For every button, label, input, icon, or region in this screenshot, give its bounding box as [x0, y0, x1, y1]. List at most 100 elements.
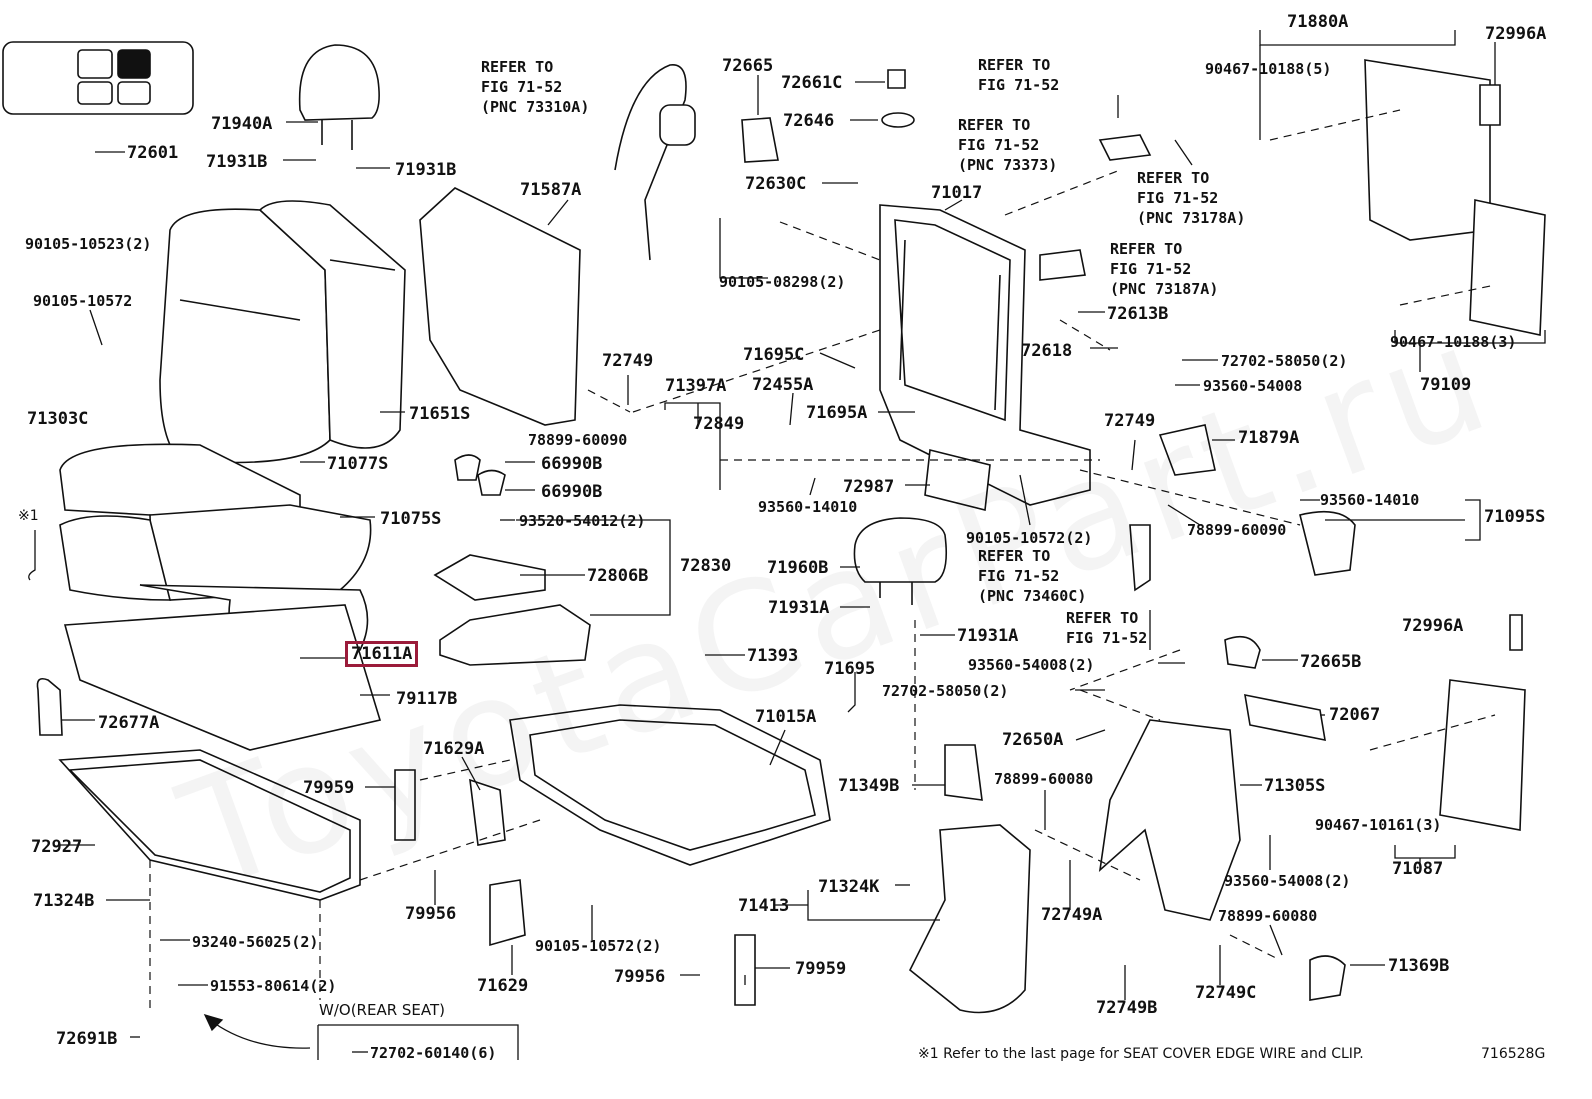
part-72806b-label: 72806B — [587, 566, 649, 586]
part-72749c-label: 72749C — [1195, 983, 1257, 1003]
part-66990b-label: 66990B — [541, 482, 603, 502]
seatback-frame-icon — [879, 204, 1091, 506]
refer-note-73178a: REFER TO FIG 71-52 (PNC 73178A) — [1137, 169, 1246, 227]
part-72691b-label: 72691B — [56, 1029, 118, 1049]
part-90105-10572-label: 90105-10572(2) — [535, 937, 662, 955]
part-72830-label: 72830 — [680, 556, 732, 576]
part-71587a-label: 71587A — [520, 180, 582, 200]
part-71303c-label: 71303C — [27, 409, 89, 429]
part-71931b-label: 71931B — [206, 152, 268, 172]
part-72665-label: 72665 — [722, 56, 774, 76]
part-90105-10523-label: 90105-10523(2) — [25, 235, 152, 253]
cover-71629-icon — [489, 879, 526, 947]
part-93560-54008-label: 93560-54008(2) — [968, 656, 1095, 674]
note-mark-1: ※1 — [18, 508, 39, 524]
part-71931a-label: 71931A — [768, 598, 830, 618]
part-71324k-label: 71324K — [818, 877, 880, 897]
part-90467-10188-label: 90467-10188(3) — [1390, 333, 1517, 351]
hinge-71305s-icon — [1098, 719, 1241, 921]
board-79109-icon — [1469, 199, 1546, 336]
part-79117b-label: 79117B — [396, 689, 458, 709]
part-93560-54008-label: 93560-54008(2) — [1224, 872, 1351, 890]
board-71087-icon — [1439, 679, 1526, 831]
part-90467-10188-label: 90467-10188(5) — [1205, 60, 1332, 78]
part-71960b-label: 71960B — [767, 558, 829, 578]
refer-note-fig-71-52: REFER TO FIG 71-52 — [1066, 609, 1148, 647]
part-71413-label: 71413 — [738, 896, 790, 916]
part-90105-10572-label: 90105-10572(2) — [966, 529, 1093, 547]
seat-cushion-icon — [59, 443, 382, 751]
part-93560-14010-label: 93560-14010 — [1320, 491, 1420, 509]
part-71695a-label: 71695A — [806, 403, 868, 423]
part-71695-label: 71695 — [824, 659, 876, 679]
seatback-icon — [159, 200, 406, 464]
part-71305s-label: 71305S — [1264, 776, 1326, 796]
part-72601-label: 72601 — [127, 143, 179, 163]
part-71629-label: 71629 — [477, 976, 529, 996]
armrest-icon — [433, 554, 591, 666]
part-91553-80614-label: 91553-80614(2) — [210, 977, 337, 995]
refer-note-73310a: REFER TO FIG 71-52 (PNC 73310A) — [481, 58, 590, 116]
plate-72987-icon — [924, 449, 991, 511]
part-79956-label: 79956 — [405, 904, 457, 924]
part-72661c-label: 72661C — [781, 73, 843, 93]
part-71931b-label: 71931B — [395, 160, 457, 180]
part-72618-label: 72618 — [1021, 341, 1073, 361]
cap-66990b-icon — [454, 454, 481, 481]
part-71611a-label-highlighted: 71611A — [345, 641, 419, 667]
part-72665b-label: 72665B — [1300, 652, 1362, 672]
cover-71349b-icon — [944, 744, 983, 801]
cover-71879a-icon — [1158, 424, 1216, 476]
part-71349b-label: 71349B — [838, 776, 900, 796]
seat-belt-icon — [614, 64, 687, 261]
part-71879a-label: 71879A — [1238, 428, 1300, 448]
part-72702-60140-label: 72702-60140(6) — [370, 1044, 497, 1062]
part-79956-label: 79956 — [614, 967, 666, 987]
part-71075s-label: 71075S — [380, 509, 442, 529]
part-72455a-label: 72455A — [752, 375, 814, 395]
cap-72665-icon — [741, 117, 779, 163]
part-71087-label: 71087 — [1392, 859, 1444, 879]
headrest-71960b-icon — [853, 517, 948, 605]
part-72749b-label: 72749B — [1096, 998, 1158, 1018]
part-78899-60090-label: 78899-60090 — [1187, 521, 1287, 539]
refer-note-73187a: REFER TO FIG 71-52 (PNC 73187A) — [1110, 240, 1219, 298]
part-71393-label: 71393 — [747, 646, 799, 666]
part-72749-label: 72749 — [1104, 411, 1156, 431]
part-71880a-label: 71880A — [1287, 12, 1349, 32]
part-66990b-label: 66990B — [541, 454, 603, 474]
pad-72677a-icon — [36, 677, 63, 736]
bracket-72067-icon — [1244, 693, 1326, 742]
part-78899-60080-label: 78899-60080 — [1218, 907, 1318, 925]
part-72702-58050-label: 72702-58050(2) — [882, 682, 1009, 700]
part-72849-label: 72849 — [693, 414, 745, 434]
figure-code: 716528G — [1481, 1046, 1546, 1062]
headrest-71940a-icon — [298, 44, 380, 150]
part-71940a-label: 71940A — [211, 114, 273, 134]
part-90467-10161-label: 90467-10161(3) — [1315, 816, 1442, 834]
part-71095s-label: 71095S — [1484, 507, 1546, 527]
part-71017-label: 71017 — [931, 183, 983, 203]
refer-note-73373: REFER TO FIG 71-52 (PNC 73373) — [958, 116, 1058, 174]
part-79109-label: 79109 — [1420, 375, 1472, 395]
part-78899-60080-label: 78899-60080 — [994, 770, 1094, 788]
part-71324b-label: 71324B — [33, 891, 95, 911]
part-72677a-label: 72677A — [98, 713, 160, 733]
part-78899-60090-label: 78899-60090 — [528, 431, 628, 449]
panel-71587a-icon — [419, 187, 581, 426]
part-93560-54008-label: 93560-54008 — [1203, 377, 1303, 395]
part-72987-label: 72987 — [843, 477, 895, 497]
part-71695c-label: 71695C — [743, 345, 805, 365]
part-72996a-label: 72996A — [1402, 616, 1464, 636]
part-72702-58050-label: 72702-58050(2) — [1221, 352, 1348, 370]
part-72646-label: 72646 — [783, 111, 835, 131]
part-71369b-label: 71369B — [1388, 956, 1450, 976]
part-71629a-label: 71629A — [423, 739, 485, 759]
part-90105-08298-label: 90105-08298(2) — [719, 273, 846, 291]
part-71397a-label: 71397A — [665, 376, 727, 396]
part-93560-14010-label: 93560-14010 — [758, 498, 858, 516]
part-90105-10572-label: 90105-10572 — [33, 292, 133, 310]
part-72067-label: 72067 — [1329, 705, 1381, 725]
part-93520-54012-label: 93520-54012(2) — [519, 512, 646, 530]
